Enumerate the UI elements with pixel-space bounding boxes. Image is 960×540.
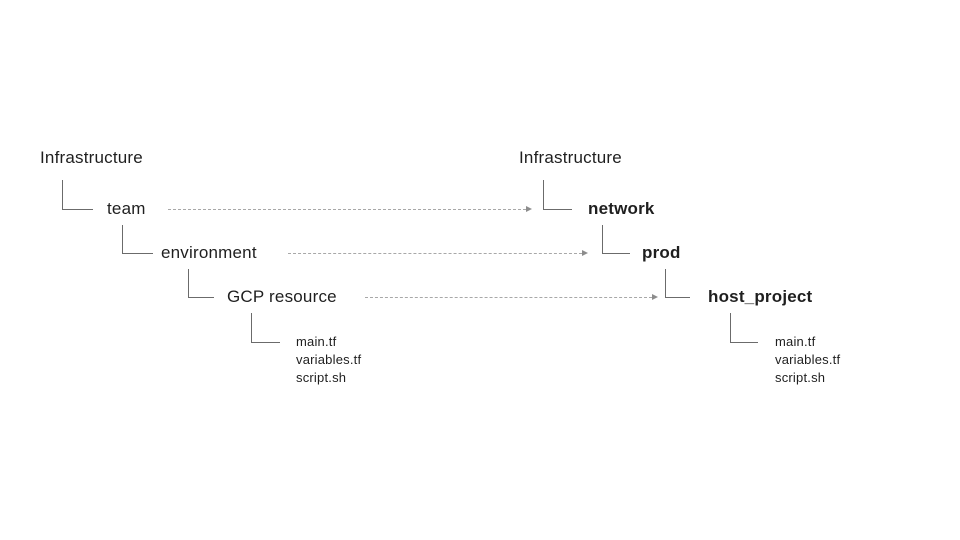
tree-connector	[188, 269, 214, 298]
left-tree-file-list: main.tf variables.tf script.sh	[296, 333, 361, 387]
tree-connector	[122, 225, 153, 254]
file-name: main.tf	[296, 334, 337, 349]
tree-connector	[665, 269, 690, 298]
file-name: main.tf	[775, 334, 816, 349]
right-tree-root-label: Infrastructure	[519, 148, 622, 167]
tree-connector	[730, 313, 758, 343]
tree-connector	[602, 225, 630, 254]
left-tree-node-gcp-resource: GCP resource	[227, 287, 337, 306]
mapping-arrow-gcpresource-to-hostproject	[365, 294, 658, 300]
right-tree-node-prod: prod	[642, 243, 681, 262]
arrowhead-icon	[526, 206, 532, 212]
file-name: script.sh	[775, 370, 826, 385]
arrowhead-icon	[582, 250, 588, 256]
right-tree-node-network: network	[588, 199, 655, 218]
file-name: script.sh	[296, 370, 347, 385]
right-tree-node-host-project: host_project	[708, 287, 813, 306]
left-tree-root-label: Infrastructure	[40, 148, 143, 167]
mapping-arrow-team-to-network	[168, 206, 532, 212]
file-name: variables.tf	[296, 352, 362, 367]
tree-connector	[62, 180, 93, 210]
file-name: variables.tf	[775, 352, 841, 367]
mapping-arrow-environment-to-prod	[288, 250, 588, 256]
arrowhead-icon	[652, 294, 658, 300]
left-tree-node-team: team	[107, 199, 146, 218]
tree-connector	[251, 313, 280, 343]
right-tree-file-list: main.tf variables.tf script.sh	[775, 333, 840, 387]
tree-connector	[543, 180, 572, 210]
left-tree-node-environment: environment	[161, 243, 257, 262]
